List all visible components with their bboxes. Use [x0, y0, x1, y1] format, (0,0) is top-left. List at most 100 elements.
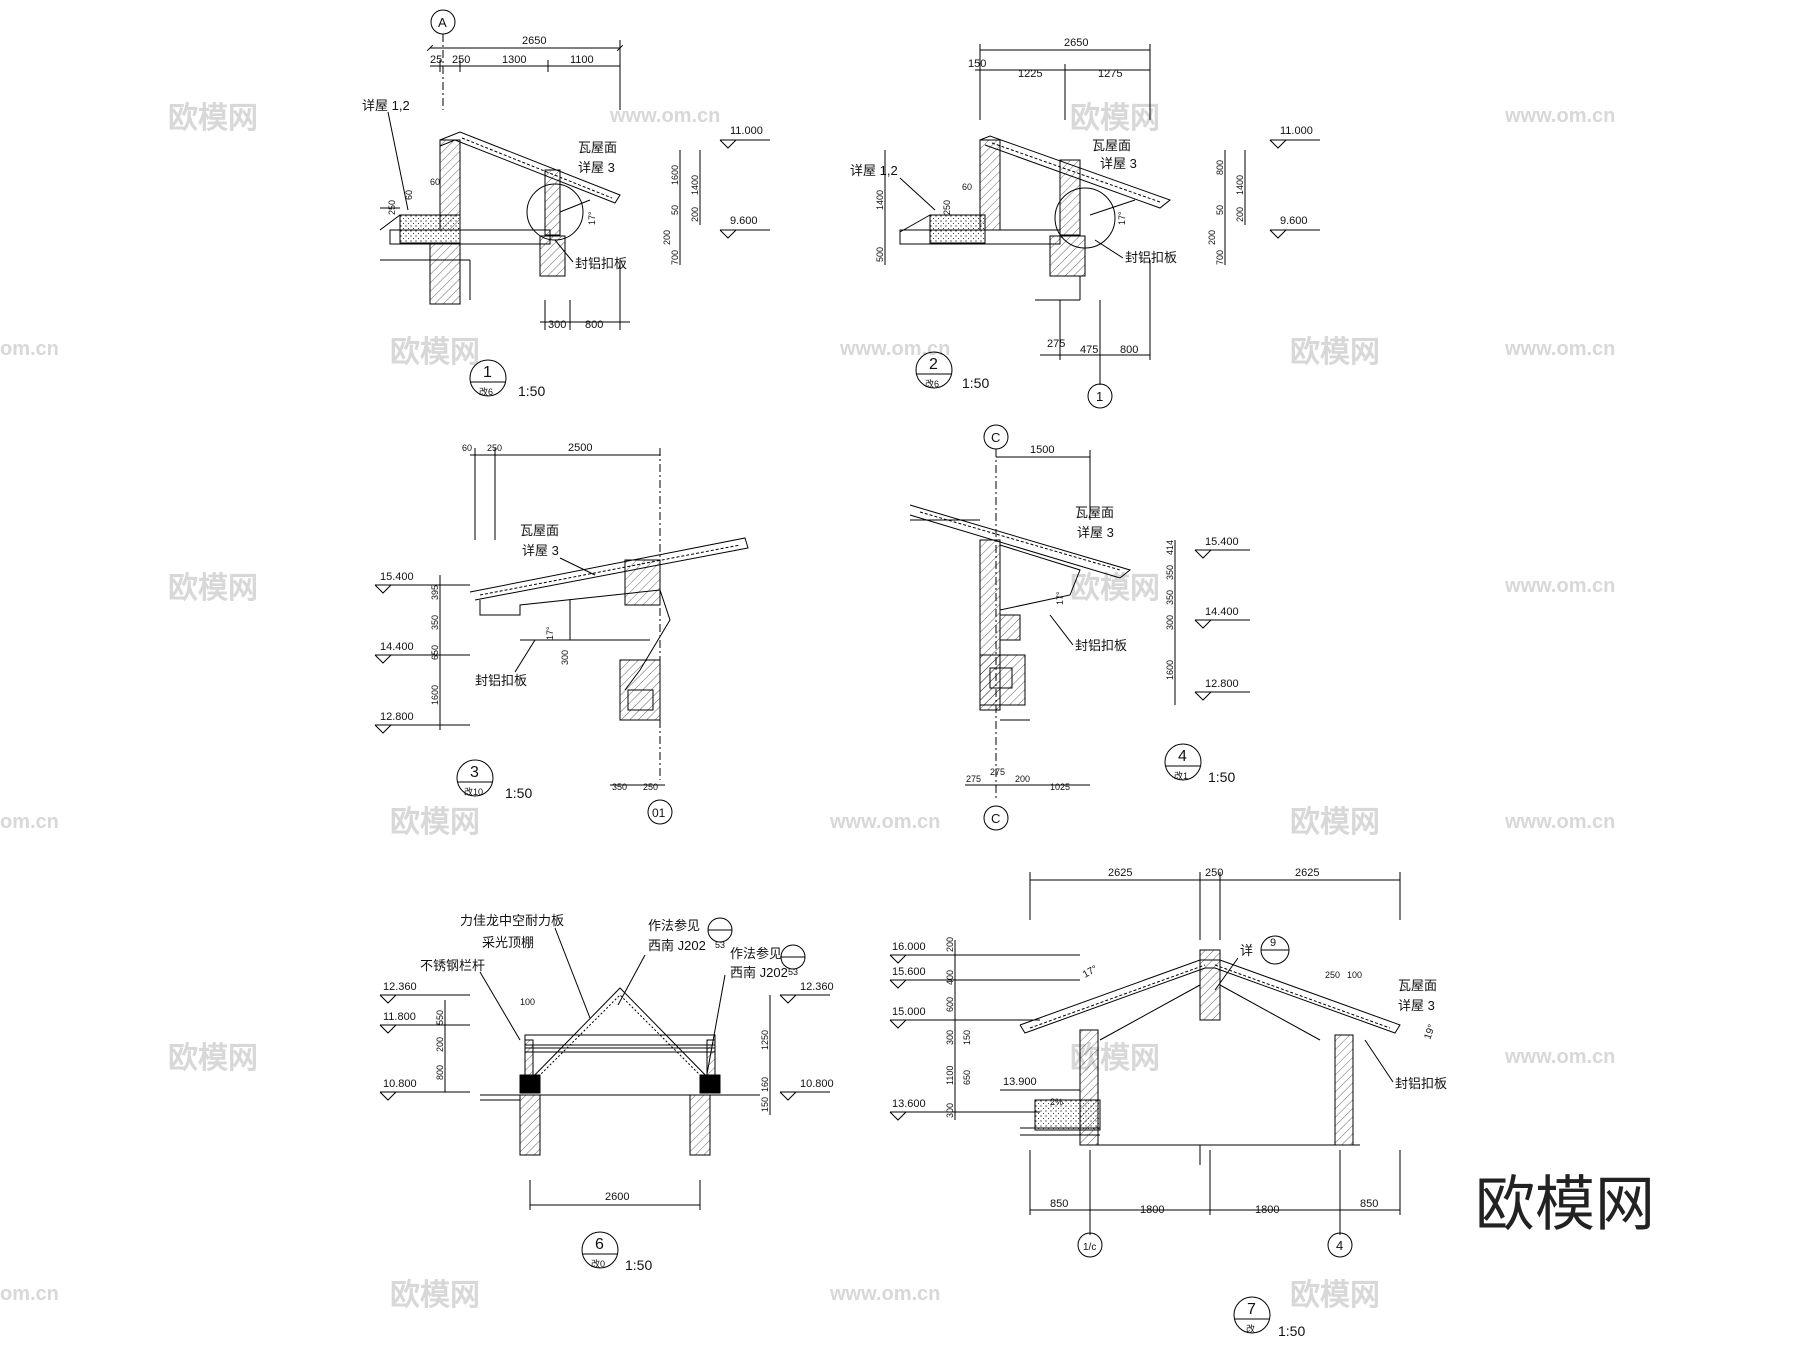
detail-callout — [469, 359, 507, 397]
dim-text: 25 — [430, 54, 442, 66]
note-southwest: 西南 J202 — [730, 965, 788, 980]
note-method-ref: 作法参见 — [730, 946, 782, 961]
dim-text: 50 — [1215, 205, 1225, 215]
detail-3: 60 250 2500 瓦屋面 详屋 3 封铝扣板 17° 300 15.400… — [374, 442, 749, 825]
watermark-site: www.om.cn — [1504, 575, 1615, 597]
detail-1: A 2650 25 250 1300 1100 详屋 1,2 250 60 60… — [362, 9, 770, 399]
dim-text: 1100 — [570, 54, 594, 66]
ref-sheet: 53 — [788, 967, 798, 977]
dim-text: 200 — [1235, 207, 1245, 222]
dim-text: 414 — [1165, 540, 1175, 555]
dim-text: 800 — [585, 319, 603, 331]
dim-text: 475 — [1080, 344, 1098, 356]
dim-text: 60 — [430, 177, 440, 187]
watermark-site: www.om.cn — [829, 811, 940, 833]
callout-sub: 改1 — [1174, 770, 1188, 781]
angle-text: 17° — [545, 626, 555, 640]
dim-text: 300 — [945, 1103, 955, 1118]
note-tile-roof: 瓦屋面 — [1398, 978, 1437, 993]
note-polycarb: 力佳龙中空耐力板 — [460, 913, 564, 928]
angle-text: 17° — [1081, 964, 1100, 981]
dim-text: 1300 — [502, 54, 526, 66]
dim-text: 2650 — [1064, 37, 1088, 49]
dim-text: 1800 — [1140, 1204, 1164, 1216]
note-detail3: 详屋 3 — [578, 160, 615, 175]
level-text: 11.000 — [730, 125, 763, 137]
level-text: 12.800 — [1205, 678, 1239, 690]
watermark-site: om.cn — [0, 338, 59, 360]
dim-text: 650 — [962, 1070, 972, 1085]
callout-number: 3 — [470, 764, 479, 781]
watermark-site: www.om.cn — [1504, 105, 1615, 127]
dim-text: 200 — [690, 207, 700, 222]
callout-number: 1 — [483, 364, 492, 381]
dim-text: 700 — [670, 250, 680, 265]
level-text: 10.800 — [383, 1078, 417, 1090]
dim-text: 850 — [1050, 1198, 1068, 1210]
watermark-site: www.om.cn — [1504, 811, 1615, 833]
dim-text: 200 — [1015, 774, 1030, 784]
note-alu-panel: 封铝扣板 — [475, 673, 527, 688]
note-tile-roof: 瓦屋面 — [520, 523, 559, 538]
dim-text: 100 — [520, 997, 535, 1007]
level-text: 15.400 — [1205, 536, 1239, 548]
dim-text: 250 — [942, 200, 952, 215]
level-text: 12.800 — [380, 711, 414, 723]
dim-text: 60 — [462, 443, 472, 453]
dim-text: 1025 — [1050, 782, 1070, 792]
dim-text: 395 — [430, 585, 440, 600]
dim-text: 700 — [1215, 250, 1225, 265]
watermark-site: om.cn — [0, 811, 59, 833]
note-detail3: 详屋 3 — [1100, 156, 1137, 171]
dim-text: 350 — [1165, 565, 1175, 580]
dim-text: 1100 — [945, 1066, 955, 1085]
note-alu-panel: 封铝扣板 — [575, 256, 627, 271]
dim-text: 400 — [945, 970, 955, 985]
axis-label: 1 — [1096, 389, 1103, 404]
level-text: 13.900 — [1003, 1076, 1037, 1088]
level-text: 15.000 — [892, 1006, 926, 1018]
detail-2: 2650 150 1225 1275 详屋 1,2 瓦屋面 详屋 3 封铝扣板 … — [850, 37, 1320, 409]
watermark-site: www.om.cn — [839, 338, 950, 360]
note-detail12: 详屋 1,2 — [362, 98, 410, 113]
dim-text: 300 — [1165, 615, 1175, 630]
watermark-site: www.om.cn — [1504, 1046, 1615, 1068]
watermark-brand: 欧模网 — [168, 1042, 258, 1075]
level-text: 9.600 — [730, 215, 758, 227]
callout-sub: 改6 — [925, 378, 939, 389]
dim-text: 250 — [1205, 867, 1223, 879]
watermark-brand: 欧模网 — [168, 572, 258, 605]
level-text: 16.000 — [892, 941, 926, 953]
note-tile-roof: 瓦屋面 — [1075, 505, 1114, 520]
watermark-site: www.om.cn — [609, 105, 720, 127]
note-detail3: 详屋 3 — [1077, 525, 1114, 540]
dim-text: 200 — [945, 937, 955, 952]
dim-text: 250 — [643, 782, 658, 792]
dim-text: 1500 — [1030, 444, 1054, 456]
dim-text: 150 — [968, 58, 986, 70]
axis-label: 01 — [652, 806, 666, 820]
note-tile-roof: 瓦屋面 — [578, 140, 617, 155]
dim-text: 200 — [662, 230, 672, 245]
note-detail12: 详屋 1,2 — [850, 163, 898, 178]
dim-text: 275 — [1047, 338, 1065, 350]
axis-label: 4 — [1336, 1238, 1343, 1253]
callout-number: 4 — [1178, 748, 1187, 765]
dim-text: 1800 — [1255, 1204, 1279, 1216]
dim-text: 60 — [962, 182, 972, 192]
dim-text: 1275 — [1098, 68, 1122, 80]
watermark-brand: 欧模网 — [1290, 806, 1380, 839]
angle-text: 17° — [1055, 591, 1065, 605]
scale-label: 1:50 — [518, 383, 545, 399]
dim-text: 160 — [760, 1077, 770, 1092]
detail-7: 2625 250 2625 详 9 17° 19° 瓦屋面 详屋 3 封铝扣板 … — [889, 867, 1447, 1339]
detail-callout — [915, 351, 953, 389]
dim-text: 800 — [1215, 160, 1225, 175]
dim-text: 275 — [966, 774, 981, 784]
watermark-brand: 欧模网 — [390, 1279, 480, 1312]
dim-text: 350 — [612, 782, 627, 792]
dim-text: 2500 — [568, 442, 592, 454]
watermark-brand: 欧模网 — [1290, 336, 1380, 369]
watermark-brand: 欧模网 — [1070, 102, 1160, 135]
